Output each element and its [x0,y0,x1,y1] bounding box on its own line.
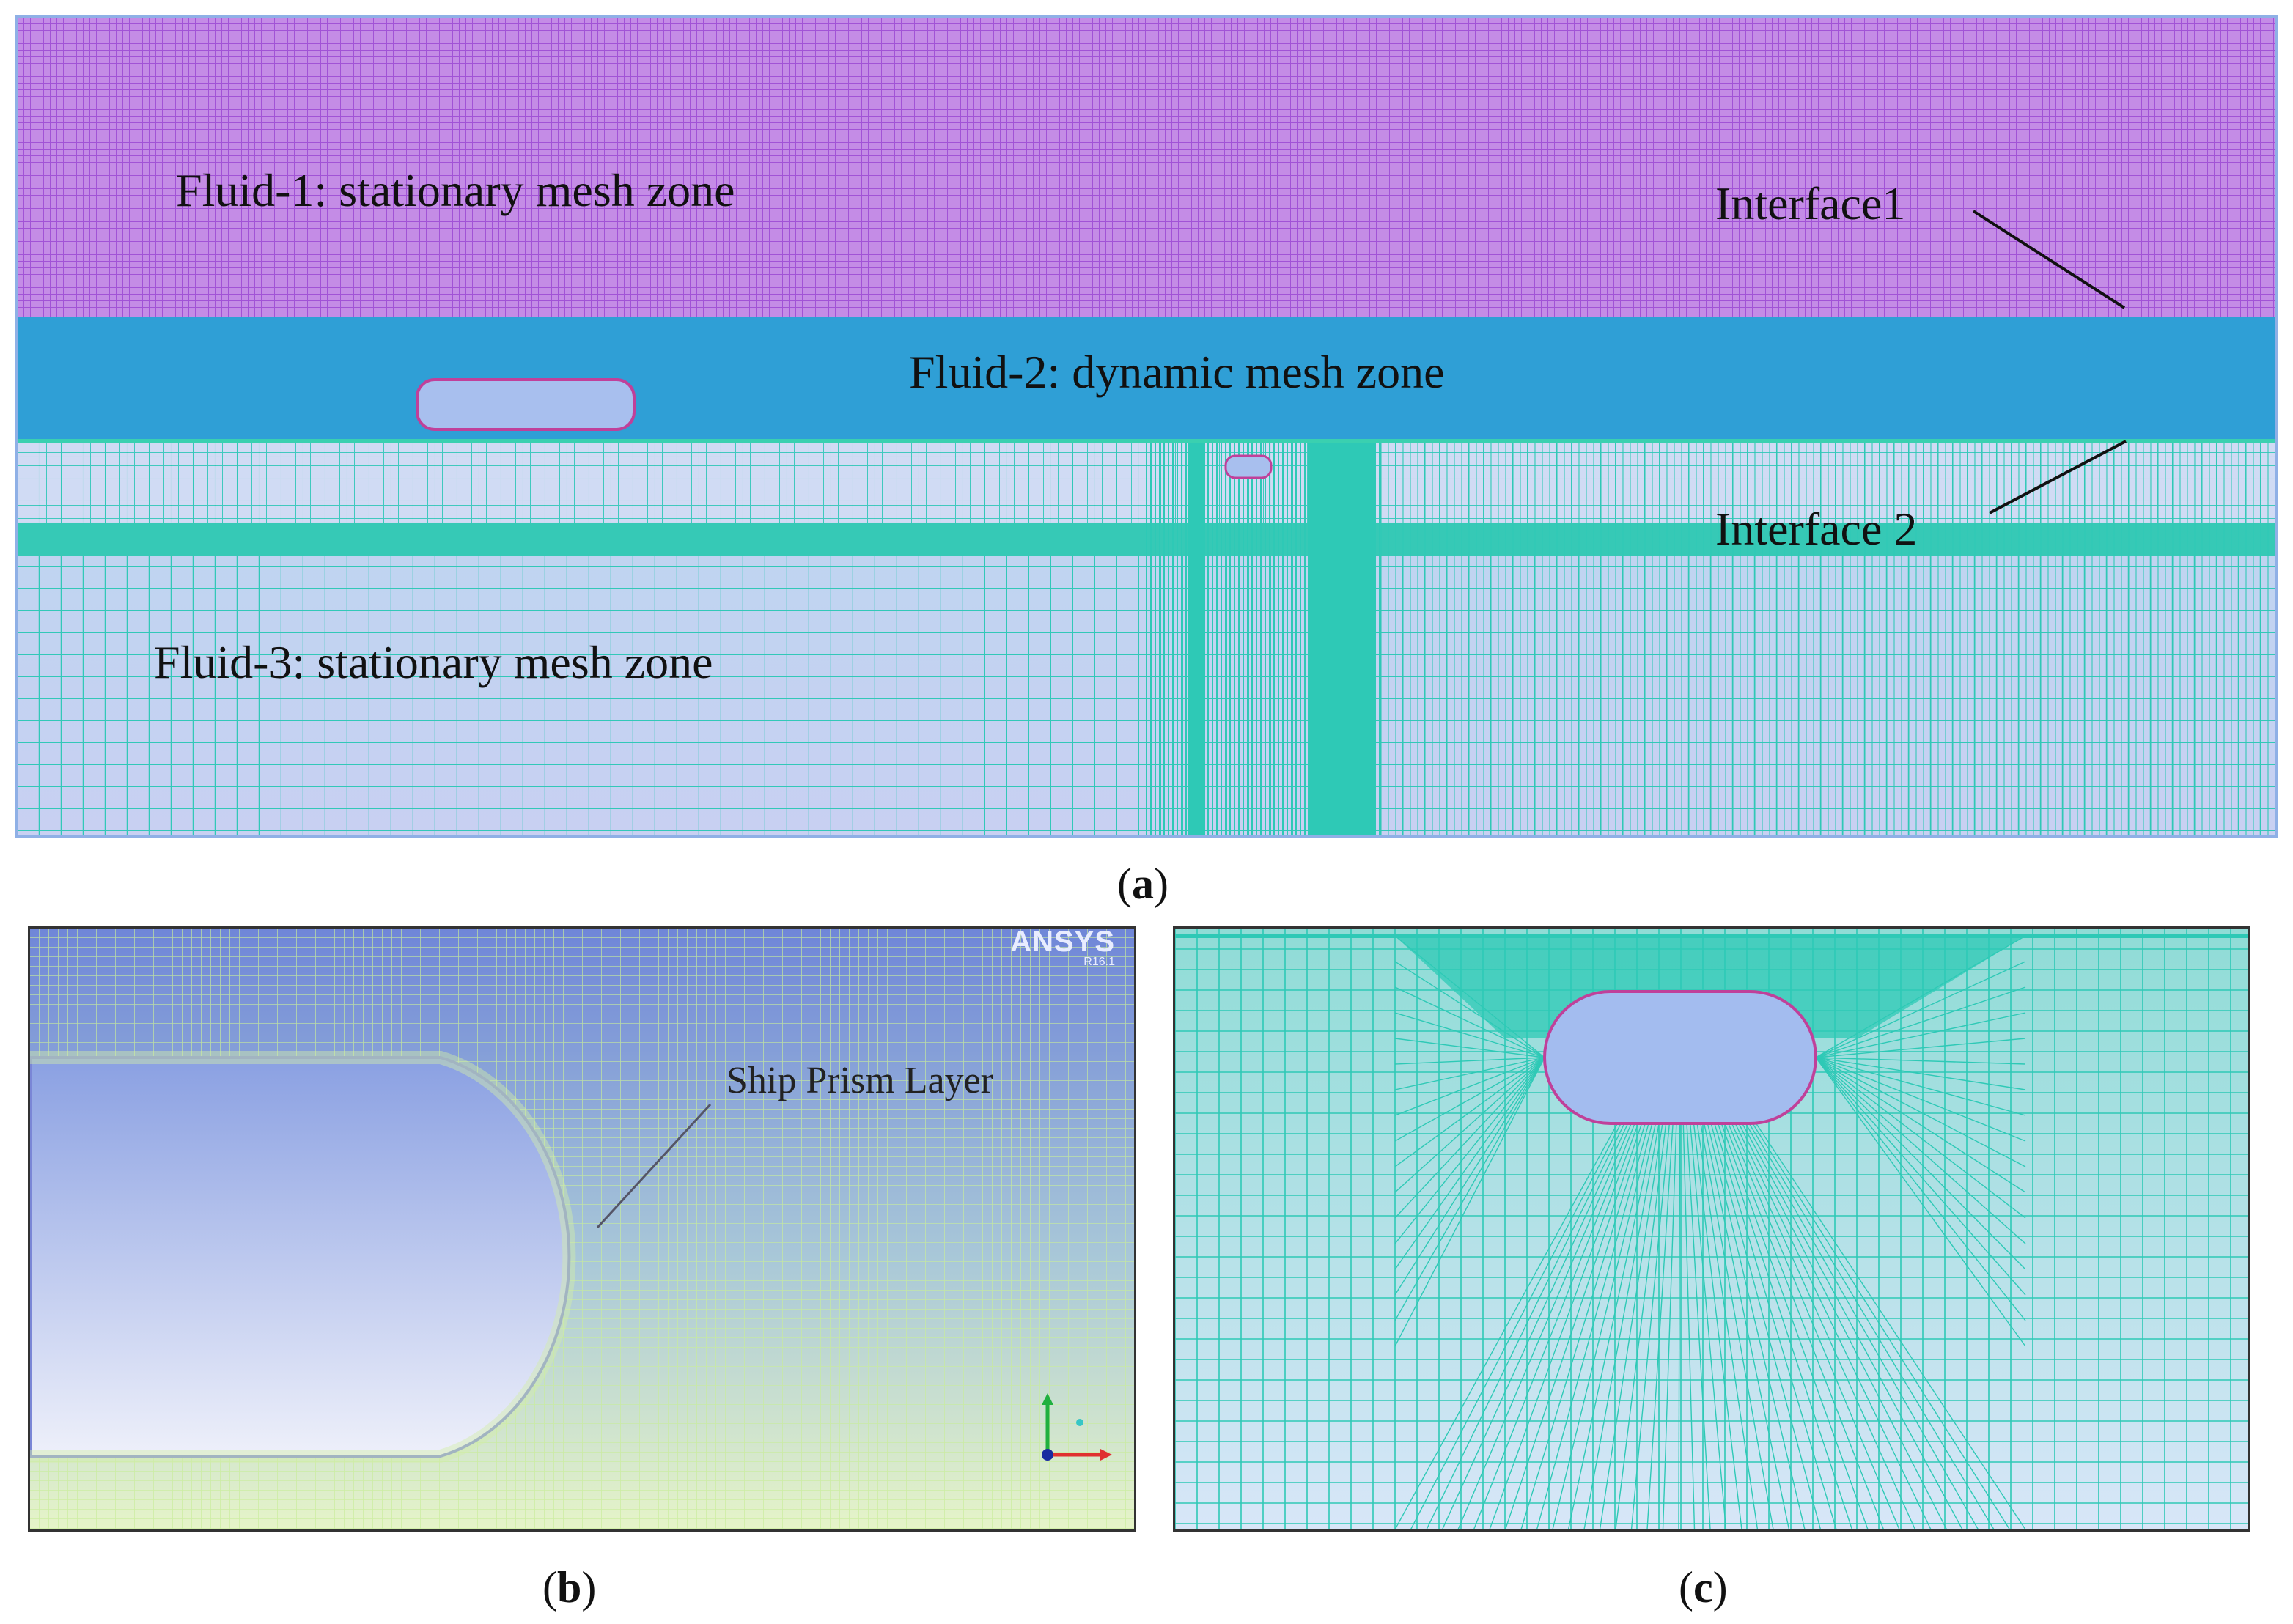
interface1-leader [1972,210,2126,309]
panel-a: Fluid-1: stationary mesh zone Fluid-2: d… [15,15,2278,838]
panel-c [1173,926,2250,1532]
interface1-label: Interface1 [1715,177,1906,229]
caption-b: (b) [542,1563,597,1612]
panel-b-mesh [30,929,1134,1529]
ship-hull-large [416,378,636,431]
panel-b: Ship Prism Layer ANSYS R16.1 [28,926,1136,1532]
interface2-label: Interface 2 [1715,503,1918,555]
dense-mesh-columns [1146,443,2269,835]
fluid1-zone [18,18,2275,317]
ship-hull-section [1543,990,1817,1125]
interface2-leader [1989,440,2127,514]
panel-a-mesh [18,18,2275,835]
caption-c: (c) [1679,1563,1728,1612]
axis-triad-icon [1042,1393,1112,1461]
panel-c-mesh [1175,929,2248,1529]
ship-hull-small [1224,454,1273,479]
ship-hull-profile [30,1056,571,1458]
caption-a: (a) [1117,860,1168,908]
fluid3-label: Fluid-3: stationary mesh zone [154,636,713,688]
structured-mesh [1175,929,2248,1529]
fluid2-zone [18,317,2275,440]
fluid2-label: Fluid-2: dynamic mesh zone [909,346,1445,398]
fluid1-label: Fluid-1: stationary mesh zone [176,164,735,216]
prism-layer-leader [596,1103,712,1229]
ansys-logo: ANSYS R16.1 [1010,926,1115,968]
prism-layer-label: Ship Prism Layer [726,1060,993,1101]
